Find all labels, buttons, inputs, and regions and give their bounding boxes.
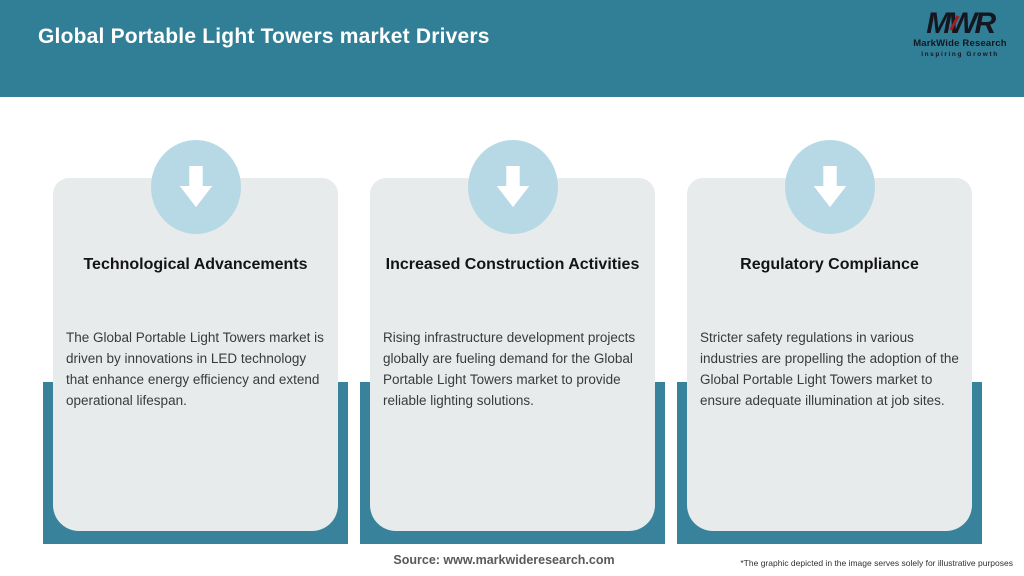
- card-body: The Global Portable Light Towers market …: [66, 330, 324, 408]
- card-body: Stricter safety regulations in various i…: [700, 330, 959, 408]
- card-title: Technological Advancements: [83, 256, 308, 273]
- card-panel: Technological Advancements The Global Po…: [53, 178, 338, 531]
- driver-card-technological-advancements: Technological Advancements The Global Po…: [43, 140, 348, 544]
- driver-card-increased-construction-activities: Increased Construction Activities Rising…: [360, 140, 665, 544]
- down-arrow-icon: [150, 140, 241, 234]
- card-title: Increased Construction Activities: [385, 256, 640, 273]
- disclaimer-text: *The graphic depicted in the image serve…: [740, 558, 1013, 568]
- logo-tagline: Inspiring Growth: [921, 51, 999, 58]
- down-arrow-icon: [467, 140, 558, 234]
- driver-card-regulatory-compliance: Regulatory Compliance Stricter safety re…: [677, 140, 982, 544]
- page-title: Global Portable Light Towers market Driv…: [38, 25, 490, 48]
- brand-logo: MWR MarkWide Research Inspiring Growth: [910, 7, 1010, 59]
- down-arrow-icon: [784, 140, 875, 234]
- logo-monogram: MWR: [926, 7, 996, 40]
- card-panel: Regulatory Compliance Stricter safety re…: [687, 178, 972, 531]
- card-panel: Increased Construction Activities Rising…: [370, 178, 655, 531]
- logo-name: MarkWide Research: [913, 38, 1007, 49]
- card-body: Rising infrastructure development projec…: [383, 330, 636, 408]
- source-text: Source: www.markwideresearch.com: [393, 553, 615, 567]
- header-bar: Global Portable Light Towers market Driv…: [0, 0, 1024, 97]
- logo-monogram-text: MWR: [926, 7, 996, 40]
- card-title: Regulatory Compliance: [740, 256, 919, 273]
